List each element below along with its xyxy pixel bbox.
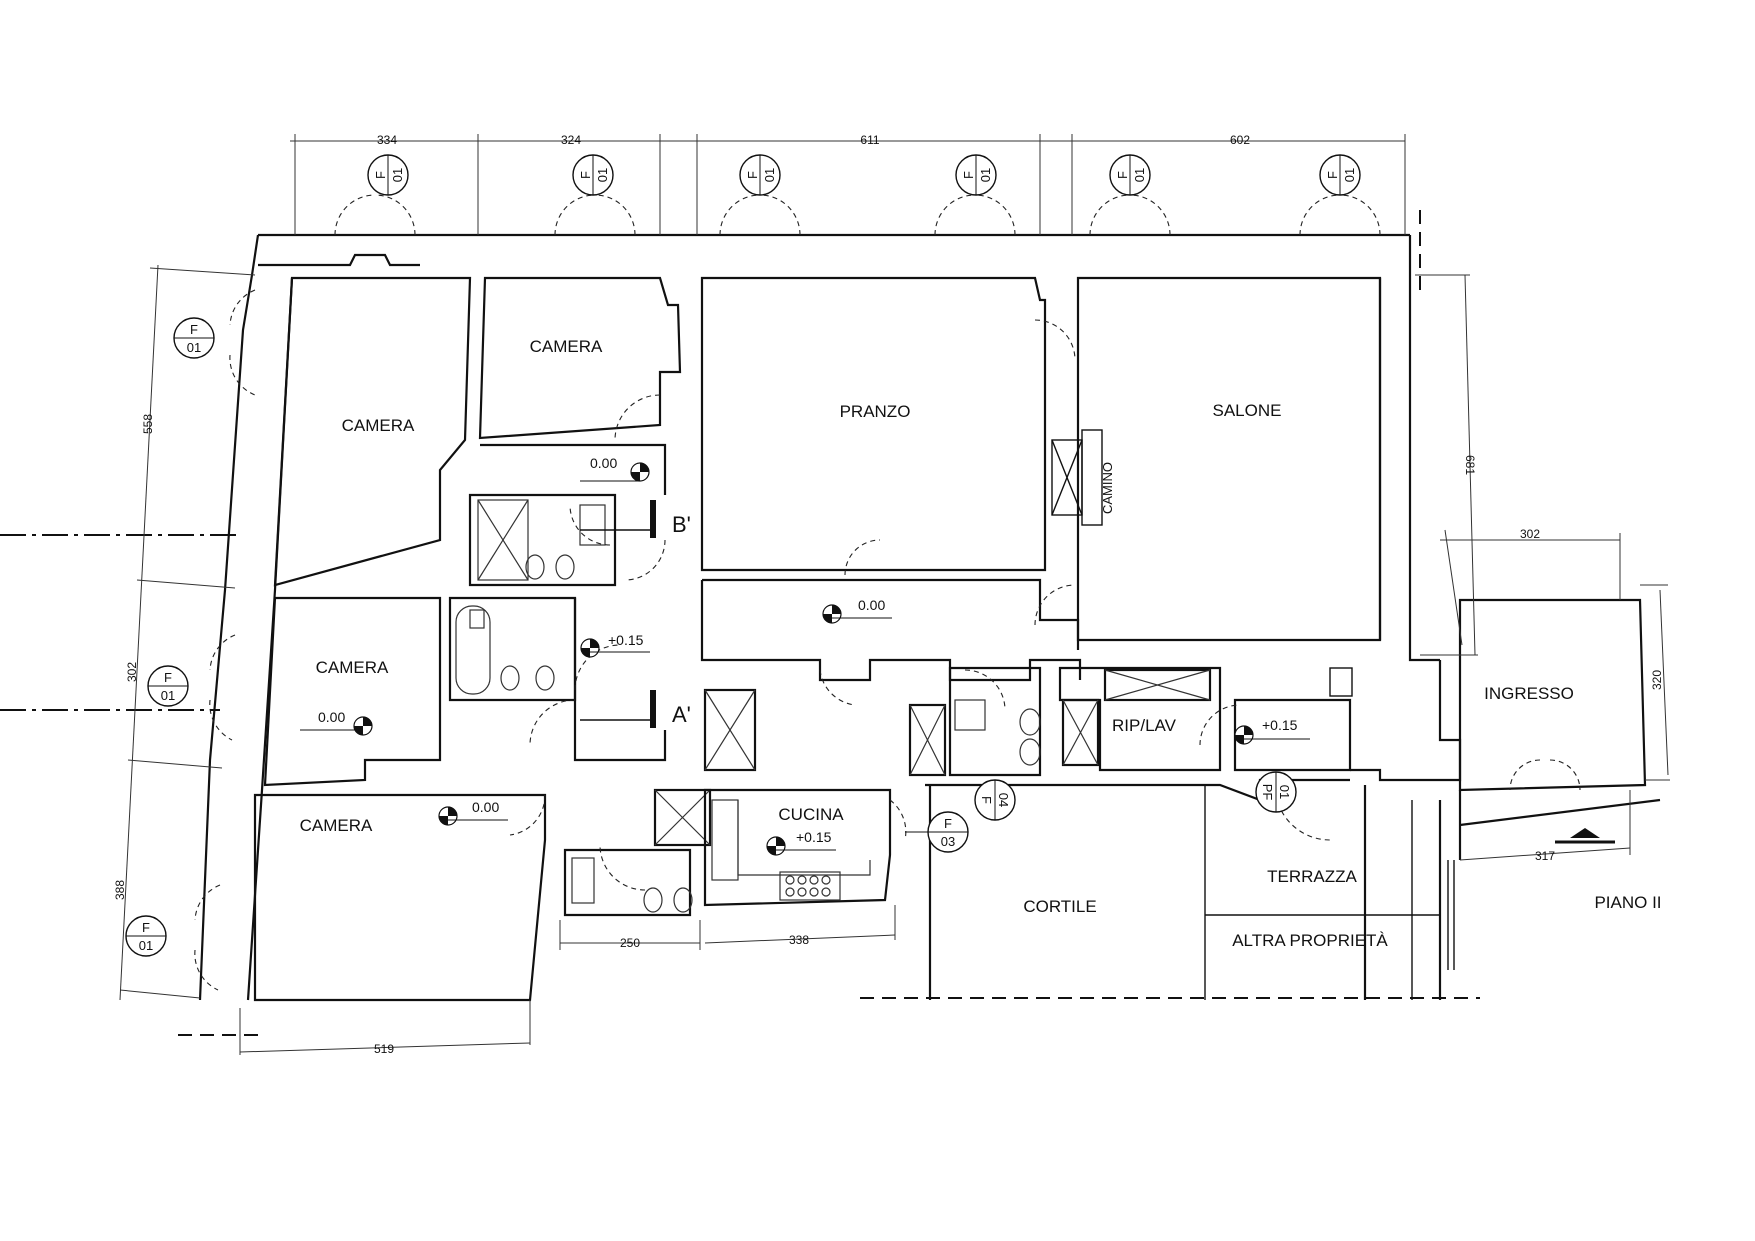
dimension-labels: 334 324 611 602 558 302 388 519 250 338 … xyxy=(113,133,1664,1056)
level-marker: +0.15 xyxy=(580,632,650,658)
room-camera-top-mid: CAMERA xyxy=(530,337,603,356)
window-marker-letter: F xyxy=(142,920,150,935)
window-marker-code: 01 xyxy=(1342,168,1357,182)
level-marker: 0.00 xyxy=(580,455,650,482)
level-marker: 0.00 xyxy=(438,799,508,826)
window-marker-letter: F xyxy=(961,171,976,179)
dimension-lines xyxy=(119,134,1670,1055)
window-marker: F 01 xyxy=(1109,154,1151,196)
floor-label: PIANO II xyxy=(1594,893,1661,912)
section-lines xyxy=(0,210,1480,1036)
window-marker: F 01 xyxy=(1319,154,1361,196)
room-pranzo: PRANZO xyxy=(840,402,911,421)
level-value: 0.00 xyxy=(318,709,345,725)
room-camino: CAMINO xyxy=(1100,462,1115,514)
window-marker-code: 01 xyxy=(187,340,201,355)
window-marker: F 01 xyxy=(739,154,781,196)
dim-right-1: 681 xyxy=(1463,455,1477,475)
dim-bottom-2: 250 xyxy=(620,936,640,950)
room-altra-proprieta: ALTRA PROPRIETÀ xyxy=(1232,931,1388,950)
dim-bottom-3: 338 xyxy=(789,933,809,947)
level-value: 0.00 xyxy=(858,597,885,613)
window-markers: F 01 F 01 F 01 F 01 F 01 xyxy=(125,154,1361,957)
room-ingresso: INGRESSO xyxy=(1484,684,1574,703)
window-marker-code: 01 xyxy=(390,168,405,182)
room-salone: SALONE xyxy=(1213,401,1282,420)
window-marker: F 01 xyxy=(572,154,614,196)
room-cucina: CUCINA xyxy=(778,805,844,824)
pf01-letter: PF xyxy=(1260,784,1275,801)
window-marker-f04: F 04 xyxy=(974,779,1016,821)
door-swings xyxy=(194,194,1581,991)
window-marker-code: 01 xyxy=(161,688,175,703)
window-marker-code: 01 xyxy=(762,168,777,182)
dim-top-1: 334 xyxy=(377,133,397,147)
level-marker: +0.15 xyxy=(1234,717,1310,745)
level-marker: 0.00 xyxy=(822,597,892,624)
room-cortile: CORTILE xyxy=(1023,897,1096,916)
window-marker-letter: F xyxy=(164,670,172,685)
window-marker-letter: F xyxy=(578,171,593,179)
dim-ingresso-bottom: 317 xyxy=(1535,849,1555,863)
level-value: +0.15 xyxy=(1262,717,1298,733)
window-marker: F 01 xyxy=(955,154,997,196)
dim-ingresso-right: 320 xyxy=(1650,670,1664,690)
window-marker-code: 01 xyxy=(978,168,993,182)
f03-letter: F xyxy=(944,816,952,831)
window-marker-letter: F xyxy=(1115,171,1130,179)
room-camera-mid: CAMERA xyxy=(316,658,389,677)
walls xyxy=(198,233,1661,1002)
section-mark-labels: B' A' xyxy=(672,512,691,727)
window-marker-letter: F xyxy=(190,322,198,337)
f04-code: 04 xyxy=(996,793,1011,807)
f04-letter: F xyxy=(979,796,994,804)
window-marker-code: 01 xyxy=(595,168,610,182)
window-marker-code: 01 xyxy=(1132,168,1147,182)
dim-top-3: 611 xyxy=(860,133,879,147)
dim-bottom-1: 519 xyxy=(374,1042,394,1056)
window-marker: F 01 xyxy=(125,915,167,957)
window-marker: F 01 xyxy=(367,154,409,196)
dim-left-3: 388 xyxy=(113,880,127,900)
dim-ingresso-top: 302 xyxy=(1520,527,1540,541)
window-marker-letter: F xyxy=(373,171,388,179)
dim-left-2: 302 xyxy=(125,662,139,682)
room-camera-bottom: CAMERA xyxy=(300,816,373,835)
section-a-label: A' xyxy=(672,702,691,727)
window-marker-f03: F 03 xyxy=(905,811,969,853)
dim-left-1: 558 xyxy=(141,414,155,434)
room-rip-lav: RIP/LAV xyxy=(1112,716,1177,735)
level-value: +0.15 xyxy=(608,632,644,648)
room-labels: CAMERA CAMERA CAMERA CAMERA PRANZO SALON… xyxy=(300,337,1662,950)
window-marker: F 01 xyxy=(147,665,189,707)
level-value: 0.00 xyxy=(590,455,617,471)
window-marker: F 01 xyxy=(173,317,215,359)
room-terrazza: TERRAZZA xyxy=(1267,867,1357,886)
f03-code: 03 xyxy=(941,834,955,849)
window-marker-letter: F xyxy=(745,171,760,179)
dim-top-4: 602 xyxy=(1230,133,1250,147)
room-camera-top-left: CAMERA xyxy=(342,416,415,435)
window-marker-pf01: PF 01 xyxy=(1255,771,1297,813)
level-markers: 0.00 0.00 +0.15 0.00 0.0 xyxy=(300,455,1310,856)
pf01-code: 01 xyxy=(1277,785,1292,799)
level-value: +0.15 xyxy=(796,829,832,845)
level-value: 0.00 xyxy=(472,799,499,815)
level-marker: +0.15 xyxy=(766,829,836,856)
level-marker: 0.00 xyxy=(300,709,373,736)
window-marker-code: 01 xyxy=(139,938,153,953)
section-b-label: B' xyxy=(672,512,691,537)
window-marker-letter: F xyxy=(1325,171,1340,179)
dim-top-2: 324 xyxy=(561,133,581,147)
